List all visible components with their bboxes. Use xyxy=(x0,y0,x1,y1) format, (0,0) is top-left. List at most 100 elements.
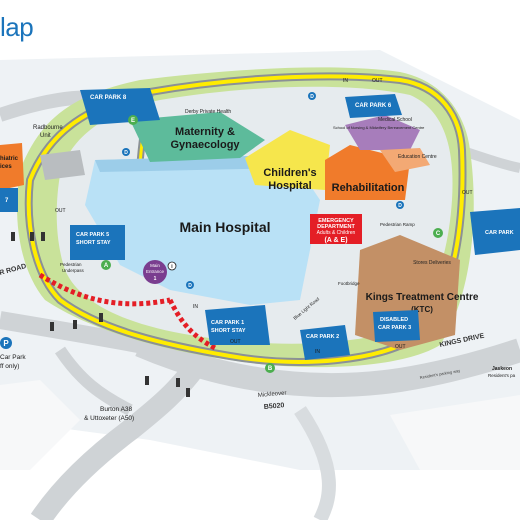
emergency-department-sign xyxy=(310,214,362,244)
car-park-5-short-stay xyxy=(70,225,125,260)
main-entrance-marker xyxy=(143,260,167,284)
label-uttoxeter-a50: & Uttoxeter (A50) xyxy=(84,415,134,422)
label-offsite-staff-only: ff only) xyxy=(0,363,19,370)
label-gynaecology: Gynaecology xyxy=(170,139,240,151)
label-pedestrian-ramp: Pedestrian Ramp xyxy=(380,222,415,227)
car-park-7 xyxy=(0,188,18,212)
label-medical-school: Medical School xyxy=(378,117,412,123)
red-route xyxy=(167,298,217,351)
label-car-park-2: CAR PARK 2 xyxy=(306,334,339,340)
label-car-park-1: CAR PARK 1 xyxy=(211,320,244,326)
label-route-c: C xyxy=(436,231,441,237)
drop-off-marker-1 xyxy=(122,148,130,156)
label-out-cp1: OUT xyxy=(230,339,241,345)
maternity-building xyxy=(130,112,265,162)
label-department: DEPARTMENT xyxy=(317,224,355,230)
label-footbridge: Footbridge xyxy=(338,281,360,286)
route-marker-e xyxy=(128,115,138,125)
route-marker-a xyxy=(101,260,111,270)
car-park-4 xyxy=(470,208,520,255)
label-maternity: Maternity & xyxy=(175,126,235,138)
car-park-2 xyxy=(300,325,350,360)
road-south xyxy=(294,406,336,524)
label-drop-off-1: D xyxy=(124,150,128,156)
drop-off-marker-2 xyxy=(308,92,316,100)
label-car-park-8: CAR PARK 8 xyxy=(90,95,127,101)
education-centre-building xyxy=(380,148,430,172)
label-a-and-e: (A & E) xyxy=(324,237,347,244)
south-east-land xyxy=(390,395,520,470)
label-out-cp6: OUT xyxy=(372,78,383,84)
info-icon xyxy=(167,261,177,271)
label-rehabilitation: Rehabilitation xyxy=(332,182,405,194)
main-hospital-roof-edge xyxy=(95,155,292,172)
label-route-a: A xyxy=(104,263,109,269)
route-marker-c xyxy=(433,228,443,238)
label-in-cp2: IN xyxy=(315,349,320,355)
label-main-entrance-main: Main xyxy=(150,263,160,268)
label-drop-off-3: D xyxy=(398,203,402,209)
drop-off-marker-4 xyxy=(186,281,194,289)
childrens-hospital-building xyxy=(245,130,330,190)
label-out-west: OUT xyxy=(55,208,66,214)
label-main-entrance-number: 1 xyxy=(154,276,157,282)
label-stores-deliveries: Stores Deliveries xyxy=(413,260,451,266)
main-hospital-building xyxy=(85,155,320,305)
disabled-car-park-3 xyxy=(373,310,420,342)
label-main-entrance-entrance: Entrance xyxy=(146,269,165,274)
medical-school-building xyxy=(345,115,420,150)
label-car-park-1-short-stay: SHORT STAY xyxy=(211,328,246,334)
car-park-1-short-stay xyxy=(205,305,270,345)
parking-p-icon xyxy=(0,337,12,349)
route-marker-b xyxy=(265,363,275,373)
label-offsite-car-park: Car Park xyxy=(0,354,26,361)
label-car-park-7: 7 xyxy=(5,198,9,204)
road-burton-link xyxy=(55,346,133,416)
label-adults-children: Adults & Children xyxy=(317,230,356,236)
label-unit: Unit xyxy=(40,133,51,139)
drop-off-marker-3 xyxy=(396,201,404,209)
label-pedestrian: Pedestrian xyxy=(60,262,82,267)
car-park-6 xyxy=(345,94,402,118)
label-jaskeon: Jaskeon xyxy=(492,366,512,372)
label-parking-p: P xyxy=(3,339,9,348)
label-childrens: Children's xyxy=(263,167,316,179)
label-drop-off-4: D xyxy=(188,283,192,289)
label-underpass: Underpass xyxy=(62,268,85,273)
label-emergency: EMERGENCY xyxy=(318,218,354,224)
label-main-hospital: Main Hospital xyxy=(179,219,270,235)
label-car-park-5-short-stay: SHORT STAY xyxy=(76,240,111,246)
south-west-land xyxy=(0,380,80,470)
label-drop-off-2: D xyxy=(310,94,314,100)
label-in-cp1: IN xyxy=(193,304,198,310)
label-car-park-3-disabled: DISABLED xyxy=(380,317,408,323)
label-ktc-name: Kings Treatment Centre xyxy=(366,292,479,303)
label-car-park-6: CAR PARK 6 xyxy=(355,103,392,109)
red-route-west xyxy=(38,272,171,307)
label-education-centre: Education Centre xyxy=(398,154,437,160)
label-route-b: B xyxy=(268,366,273,372)
label-car-park-4: CAR PARK xyxy=(485,230,514,236)
label-school-bereavement: School of Nursing & Midwifery Bereavemen… xyxy=(333,125,425,130)
label-b5020: B5020 xyxy=(264,402,285,411)
label-burton-a38: Burton A38 xyxy=(100,406,133,413)
radbourne-unit-building xyxy=(40,150,85,180)
traffic-lights-group-west xyxy=(11,232,190,397)
label-jaskeon-residents: Resident's pa xyxy=(488,373,516,378)
label-car-park-3: CAR PARK 3 xyxy=(378,325,411,331)
label-derby-private-health: Derby Private Health xyxy=(185,109,231,115)
label-car-park-5: CAR PARK 5 xyxy=(76,232,109,238)
label-out-cp3: OUT xyxy=(395,344,406,350)
label-in-cp6: IN xyxy=(343,78,348,84)
label-services: ices xyxy=(0,164,12,170)
label-mickleover: Mickleover xyxy=(258,391,287,399)
car-park-8 xyxy=(80,88,160,125)
label-radbourne: Radbourne xyxy=(33,125,63,131)
label-info: i xyxy=(171,264,173,270)
label-psychiatric: hiatric xyxy=(0,156,19,162)
label-childrens-hospital: Hospital xyxy=(268,180,311,192)
label-out-cp4: OUT xyxy=(462,190,473,196)
page-title: lap xyxy=(0,12,34,42)
